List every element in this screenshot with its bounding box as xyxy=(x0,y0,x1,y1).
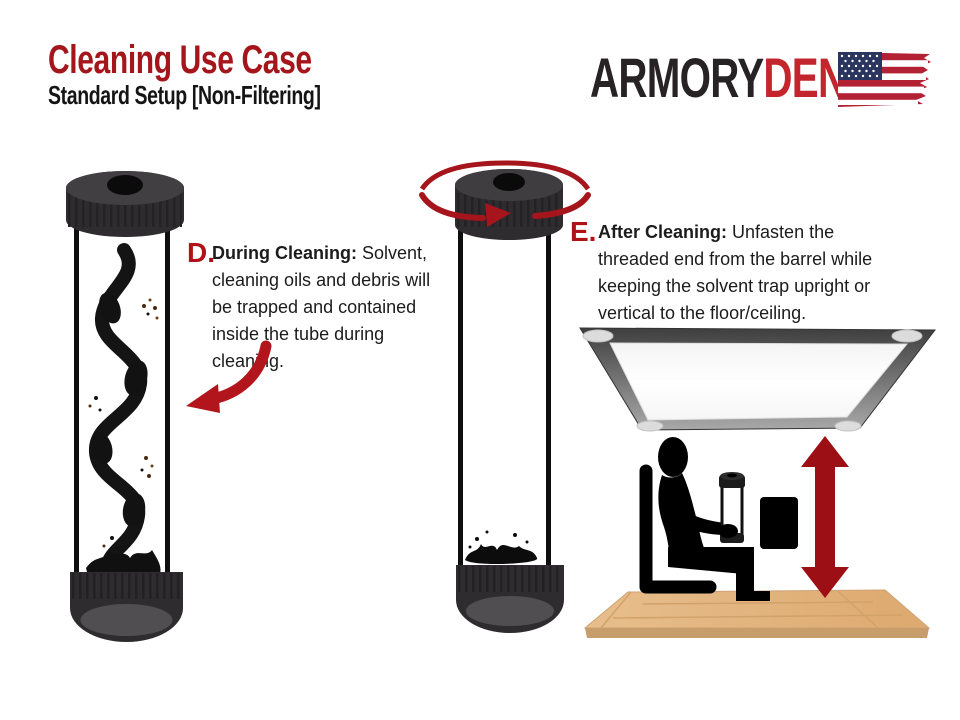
step-e-body: Unfasten the threaded end from the barre… xyxy=(598,222,873,323)
cap-hole xyxy=(493,173,525,191)
logo-text-black: ARMORY xyxy=(590,46,764,109)
step-e-marker: E. xyxy=(570,216,597,247)
cap-hole xyxy=(107,175,143,195)
tube-wall-right xyxy=(165,218,170,580)
vertical-double-arrow-icon xyxy=(801,436,849,598)
brand-logo: ARMORYDEN xyxy=(590,50,935,112)
step-e-text: After Cleaning: Unfasten the threaded en… xyxy=(598,219,900,327)
step-d-label: During Cleaning: xyxy=(212,243,357,263)
rotation-arrow-back xyxy=(419,160,591,191)
tube-top-cap xyxy=(66,171,184,237)
person-hand xyxy=(718,524,738,538)
wood-grain xyxy=(600,590,904,629)
tube-wall-left xyxy=(458,215,463,570)
subtitle-note: [Non-Filtering] xyxy=(191,80,321,110)
solvent-swirl xyxy=(86,243,161,579)
page-title-text: Cleaning Use Case xyxy=(48,38,312,82)
rotation-arrow-icon xyxy=(419,192,591,227)
seated-person-illustration xyxy=(639,437,798,601)
page-title: Cleaning Use Case xyxy=(48,40,400,80)
page-subtitle: Standard Setup [Non-Filtering] xyxy=(48,82,411,109)
person-silhouette xyxy=(658,437,798,601)
step-d-marker: D. xyxy=(187,237,215,268)
person-legs xyxy=(668,547,754,575)
tube-bottom-cap xyxy=(70,572,183,642)
subtitle-bold: Standard Setup xyxy=(48,80,187,110)
step-e-label: After Cleaning: xyxy=(598,222,728,242)
us-flag-icon xyxy=(838,52,931,107)
debris-specks xyxy=(88,298,159,550)
tube-wall-left xyxy=(74,218,79,580)
solvent-trap-tube-during-cleaning xyxy=(66,171,184,642)
step-d-text: During Cleaning: Solvent, cleaning oils … xyxy=(212,240,448,375)
ceiling-lights xyxy=(582,329,923,432)
residue-splash xyxy=(465,530,538,565)
ceiling-panel-illustration xyxy=(579,327,937,432)
tube-bottom-cap xyxy=(456,565,564,633)
tube-wall-right xyxy=(546,215,551,570)
chair-frame xyxy=(639,464,717,594)
tube-top-cap xyxy=(455,169,563,240)
person-arm xyxy=(664,501,726,535)
curved-arrow-icon xyxy=(186,340,272,413)
small-solvent-trap-icon xyxy=(718,472,745,543)
logo-text-red: DEN xyxy=(763,46,847,109)
wood-floor-illustration xyxy=(583,589,931,638)
step-d-body: Solvent, cleaning oils and debris will b… xyxy=(212,243,431,371)
solvent-trap-tube-after-cleaning xyxy=(419,160,591,633)
silhouette-block xyxy=(760,497,798,549)
